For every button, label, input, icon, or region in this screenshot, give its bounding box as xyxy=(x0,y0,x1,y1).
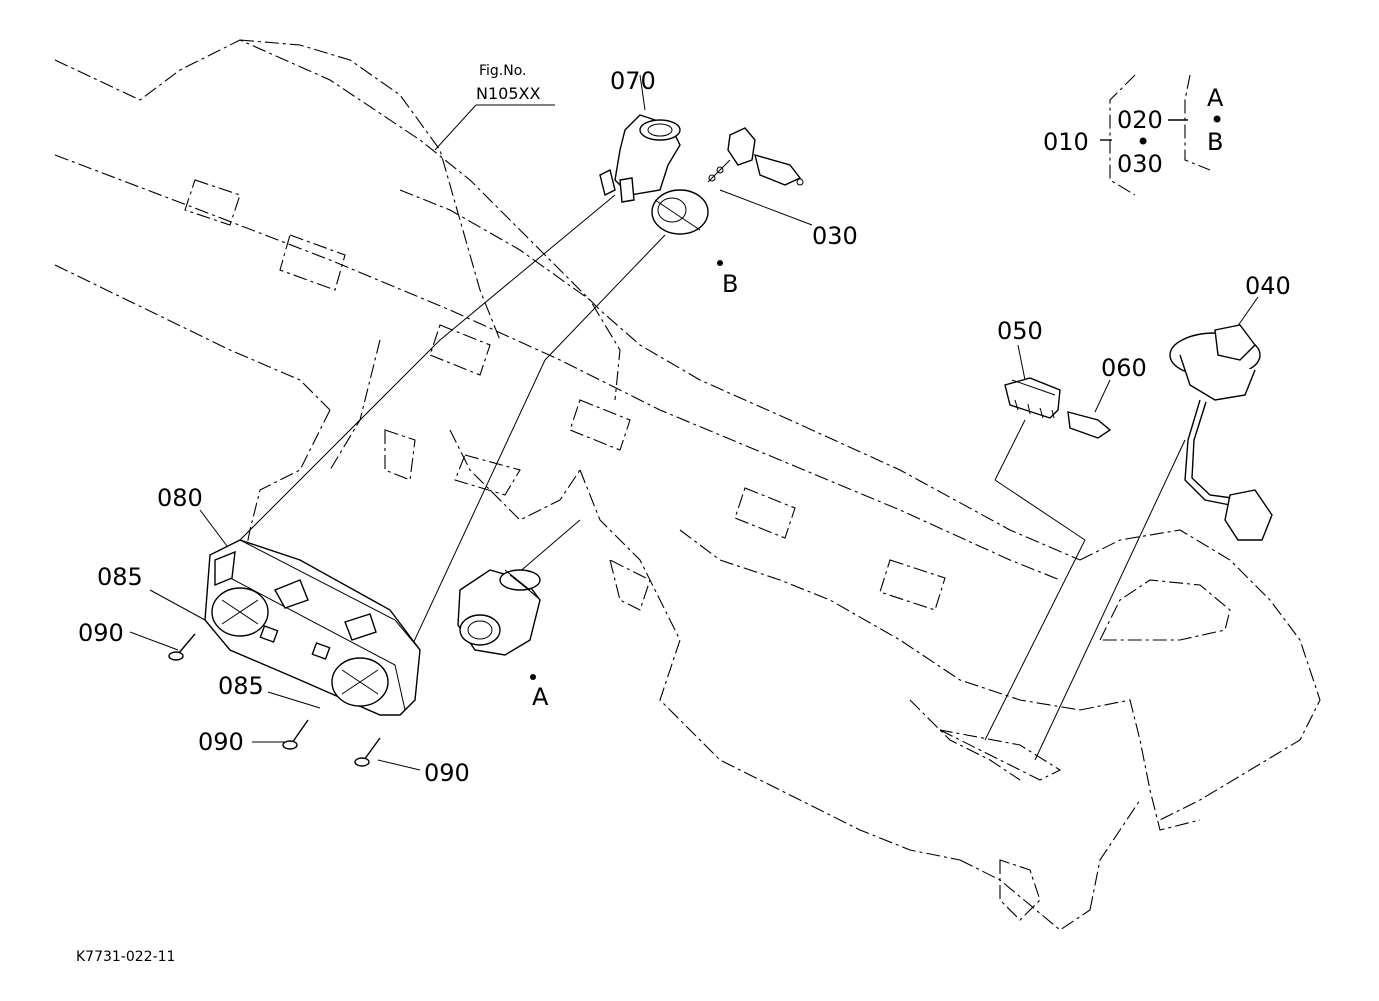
part-label-080[interactable]: 080 xyxy=(157,484,203,512)
part-label-090-b[interactable]: 090 xyxy=(198,728,244,756)
block-part-060 xyxy=(1067,411,1112,439)
ring-nut-part-020 xyxy=(651,189,709,235)
socket-part-070 xyxy=(599,114,681,203)
group-ref-b: B xyxy=(1207,128,1223,156)
part-label-090-c[interactable]: 090 xyxy=(424,759,470,787)
fig-no-value: N105XX xyxy=(476,84,540,103)
group-dot-ab: • xyxy=(1210,106,1224,134)
ref-marker-b: B xyxy=(722,270,738,298)
part-label-030-group[interactable]: 030 xyxy=(1117,150,1163,178)
part-label-030[interactable]: 030 xyxy=(812,222,858,250)
screw-090-c xyxy=(354,737,381,767)
screw-090-a xyxy=(168,633,196,661)
marker-dot-a xyxy=(530,674,536,680)
group-legend-brackets xyxy=(1100,74,1211,196)
screw-090-b xyxy=(282,719,309,750)
clip-part-050 xyxy=(1004,377,1061,419)
part-label-085-a[interactable]: 085 xyxy=(97,563,143,591)
control-panel-part-080 xyxy=(204,539,421,716)
panel-cutouts xyxy=(184,179,946,611)
key-part-030 xyxy=(707,127,804,186)
part-label-040[interactable]: 040 xyxy=(1245,272,1291,300)
part-label-060[interactable]: 060 xyxy=(1101,354,1147,382)
part-label-010[interactable]: 010 xyxy=(1043,128,1089,156)
group-ref-a: A xyxy=(1207,84,1224,112)
drawing-id: K7731-022-11 xyxy=(76,949,175,965)
part-label-070[interactable]: 070 xyxy=(610,67,656,95)
part-label-085-b[interactable]: 085 xyxy=(218,672,264,700)
group-dot-mid: • xyxy=(1136,128,1150,156)
fig-no-label: Fig.No. xyxy=(479,63,527,79)
ref-marker-a: A xyxy=(532,683,549,711)
part-label-090-a[interactable]: 090 xyxy=(78,619,124,647)
part-label-050[interactable]: 050 xyxy=(997,317,1043,345)
switch-knob-part-010 xyxy=(457,569,541,656)
marker-dot-b xyxy=(717,260,723,266)
part-label-020[interactable]: 020 xyxy=(1117,106,1163,134)
leader-lines xyxy=(129,74,1259,771)
harness-socket-part-040 xyxy=(1169,324,1273,541)
